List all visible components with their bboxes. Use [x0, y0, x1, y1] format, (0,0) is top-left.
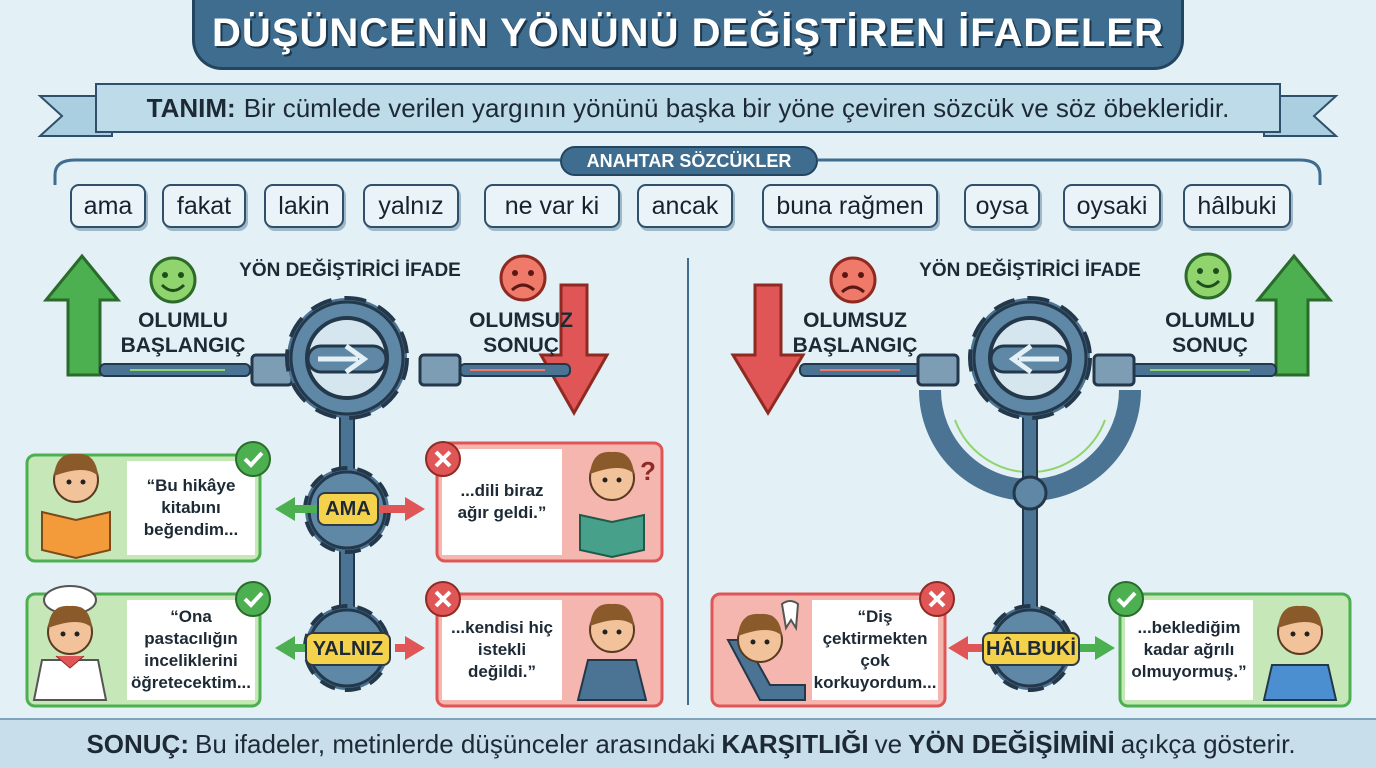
definition-text: Bir cümlede verilen yargının yönünü başk…	[243, 92, 1230, 123]
connector-yalniz: YALNIZ	[305, 632, 391, 666]
page-title: DÜŞÜNCENİN YÖNÜNÜ DEĞİŞTİREN İFADELER	[212, 11, 1164, 55]
conclusion-emphasis-1: KARŞITLIĞI	[721, 728, 869, 759]
right-gear-title: YÖN DEĞİŞTİRİCİ İFADE	[919, 260, 1141, 281]
conclusion-label: SONUÇ:	[86, 728, 189, 759]
connector-halbuki: HÂLBUKİ	[982, 632, 1080, 666]
keyword-bubble: oysaki	[1063, 184, 1161, 228]
definition-label: TANIM:	[146, 92, 236, 123]
left-start-label: OLUMLU BAŞLANGIÇ	[120, 309, 246, 357]
left-example-2-positive: “Ona pastacılığın inceliklerini öğretece…	[131, 607, 251, 692]
conclusion-emphasis-2: YÖN DEĞİŞİMİNİ	[908, 728, 1115, 759]
left-result-label: OLUMSUZ SONUÇ	[469, 309, 573, 357]
keyword-bubble: ama	[70, 184, 146, 228]
keyword-bubble: hâlbuki	[1183, 184, 1291, 228]
definition-ribbon: TANIM: Bir cümlede verilen yargının yönü…	[112, 84, 1264, 132]
left-example-2-negative: ...kendisi hiç istekli değildi.”	[450, 618, 554, 681]
keywords-header: ANAHTAR SÖZCÜKLER	[560, 146, 818, 176]
right-example-negative: “Diş çektirmekten çok korkuyordum...	[813, 607, 937, 692]
right-start-label: OLUMSUZ BAŞLANGIÇ	[792, 309, 918, 357]
left-gear-title: YÖN DEĞİŞTİRİCİ İFADE	[239, 260, 461, 281]
title-banner: DÜŞÜNCENİN YÖNÜNÜ DEĞİŞTİREN İFADELER	[192, 0, 1184, 70]
left-example-1-negative: ...dili biraz ağır geldi.”	[457, 481, 547, 522]
left-example-1-positive: “Bu hikâye kitabını beğendim...	[143, 476, 239, 539]
conclusion-text-1: Bu ifadeler, metinlerde düşünceler arası…	[195, 728, 716, 759]
conclusion-bar: SONUÇ: Bu ifadeler, metinlerde düşüncele…	[0, 718, 1376, 768]
keyword-bubble: fakat	[162, 184, 246, 228]
svg-text:?: ?	[640, 456, 656, 486]
keyword-bubble: yalnız	[363, 184, 459, 228]
keyword-bubble: lakin	[264, 184, 344, 228]
keyword-bubble: ancak	[637, 184, 733, 228]
connector-ama: AMA	[317, 492, 379, 526]
keyword-bubble: ne var ki	[484, 184, 620, 228]
keyword-bubble: buna rağmen	[762, 184, 938, 228]
keyword-bubble: oysa	[964, 184, 1040, 228]
conclusion-text-3: açıkça gösterir.	[1120, 728, 1296, 759]
right-example-positive: ...beklediğim kadar ağrılı olmuyormuş.”	[1131, 618, 1247, 681]
conclusion-text-2: ve	[874, 728, 903, 759]
right-result-label: OLUMLU SONUÇ	[1165, 309, 1255, 357]
